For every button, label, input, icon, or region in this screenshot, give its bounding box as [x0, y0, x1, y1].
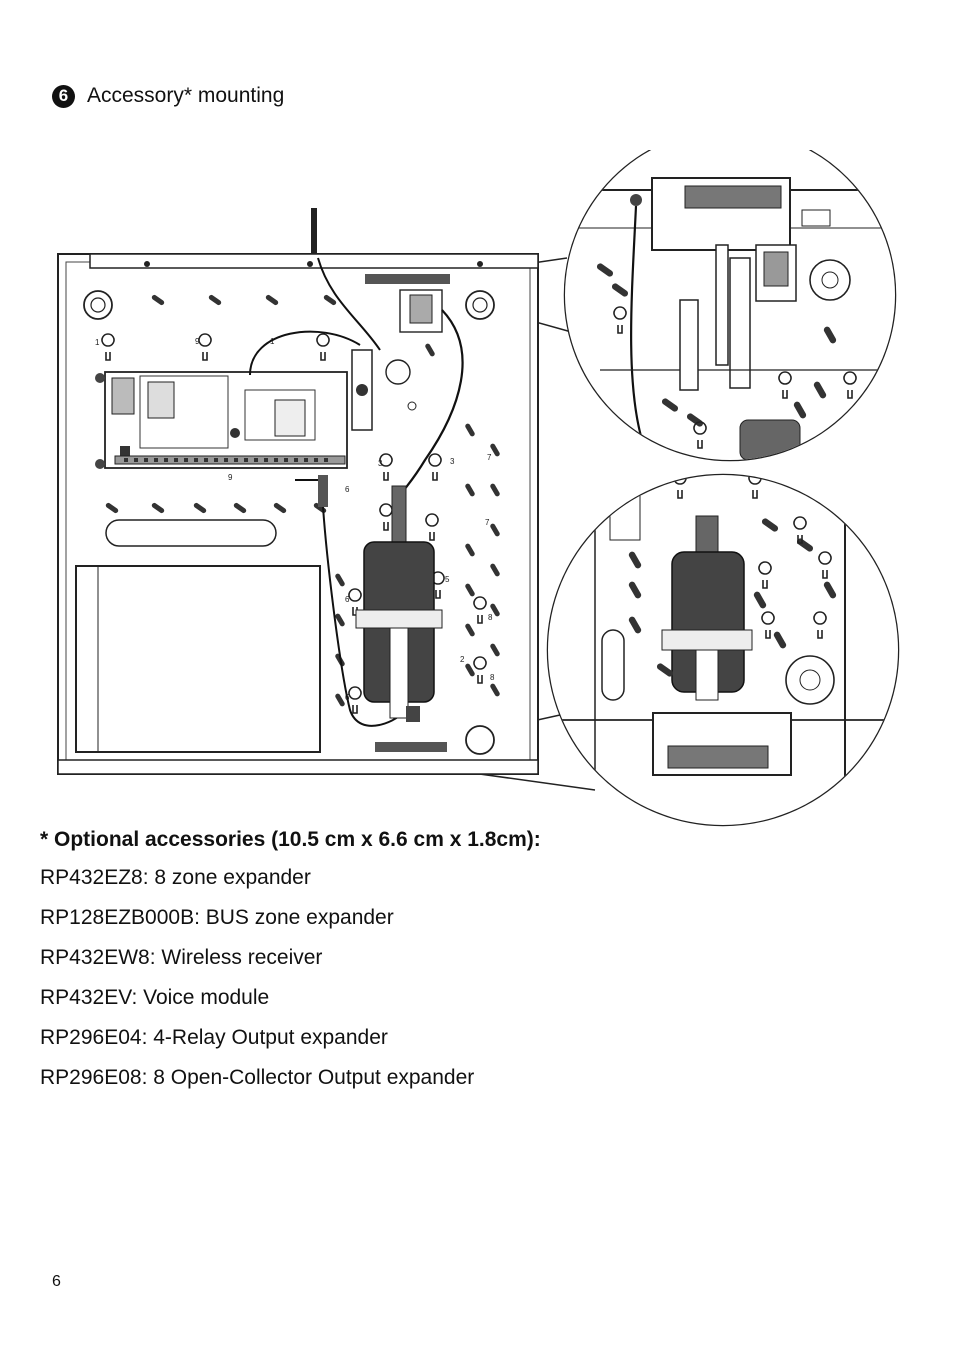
- accessory-item: RP432EV: Voice module: [40, 986, 270, 1009]
- svg-text:9: 9: [195, 337, 200, 346]
- svg-text:3: 3: [378, 459, 383, 468]
- step-number-badge: 6: [52, 84, 75, 108]
- accessories-list: * Optional accessories (10.5 cm x 6.6 cm…: [40, 828, 900, 1104]
- svg-text:2: 2: [460, 655, 465, 664]
- accessory-item: RP296E08: 8 Open-Collector Output expand…: [40, 1066, 475, 1089]
- accessory-item: RP432EZ8: 8 zone expander: [40, 866, 311, 889]
- section-heading: 6 Accessory* mounting: [52, 84, 284, 108]
- svg-text:3: 3: [450, 457, 455, 466]
- control-board: [95, 371, 348, 469]
- accessory-module: [355, 485, 443, 722]
- svg-text:9: 9: [228, 473, 233, 482]
- svg-text:1: 1: [95, 338, 100, 347]
- accessory-item: RP128EZB000B: BUS zone expander: [40, 906, 394, 929]
- svg-text:7: 7: [487, 453, 492, 462]
- accessory-item: RP432EW8: Wireless receiver: [40, 946, 323, 969]
- enclosure-panel: 1 9 1 3 3 7 6 7 5 6 8 2 8 6 9: [57, 208, 539, 775]
- zoom-detail-top: [563, 150, 897, 462]
- antenna: [311, 208, 317, 256]
- svg-text:8: 8: [488, 613, 493, 622]
- svg-text:1: 1: [270, 337, 275, 346]
- zoom-detail-bottom: [546, 473, 900, 827]
- accessory-item: RP296E04: 4-Relay Output expander: [40, 1026, 388, 1049]
- page-number: 6: [52, 1273, 61, 1290]
- svg-text:6: 6: [345, 595, 350, 604]
- accessories-title: * Optional accessories (10.5 cm x 6.6 cm…: [40, 828, 541, 851]
- svg-text:7: 7: [485, 518, 490, 527]
- accessory-mounting-diagram: 1 9 1 3 3 7 6 7 5 6 8 2 8 6 9: [57, 150, 900, 827]
- section-title: Accessory* mounting: [87, 84, 285, 107]
- svg-text:6: 6: [345, 485, 350, 494]
- svg-text:5: 5: [445, 575, 450, 584]
- svg-text:8: 8: [490, 673, 495, 682]
